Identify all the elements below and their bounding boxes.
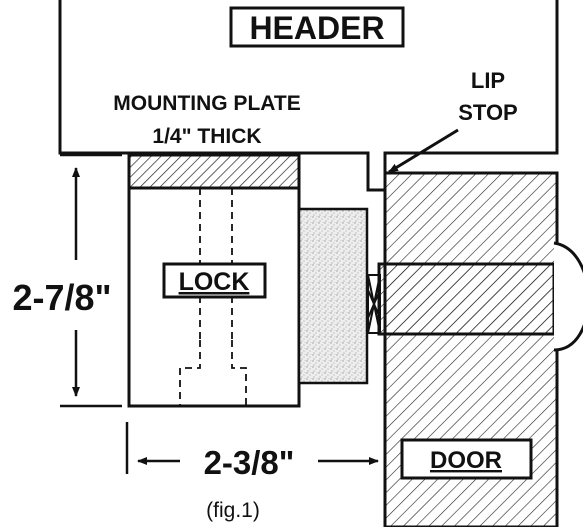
figure-caption: (fig.1) [206, 499, 260, 522]
header-frame [58, 0, 559, 192]
width-dimension-label: 2-3/8" [204, 444, 295, 481]
mounting-plate-thickness-label: 1/4" THICK [152, 125, 261, 148]
door-label-box [400, 438, 533, 480]
keeper-block [297, 207, 369, 385]
door-handle-section [377, 262, 556, 336]
door-label: DOOR [430, 447, 502, 474]
lip-stop-arrow [388, 128, 459, 174]
lip-label: LIP [471, 68, 505, 93]
header-label: HEADER [249, 10, 384, 46]
height-dimension [60, 153, 122, 408]
mounting-plate [127, 153, 301, 190]
stop-label: STOP [458, 100, 518, 125]
lock-label-box [162, 262, 267, 299]
height-dimension-label: 2-7/8" [12, 277, 111, 318]
header-label-box [229, 6, 405, 48]
lock-label: LOCK [179, 268, 250, 296]
width-dimension [125, 422, 379, 474]
mounting-plate-label: MOUNTING PLATE [113, 92, 300, 115]
door-handle-knob [553, 241, 583, 352]
